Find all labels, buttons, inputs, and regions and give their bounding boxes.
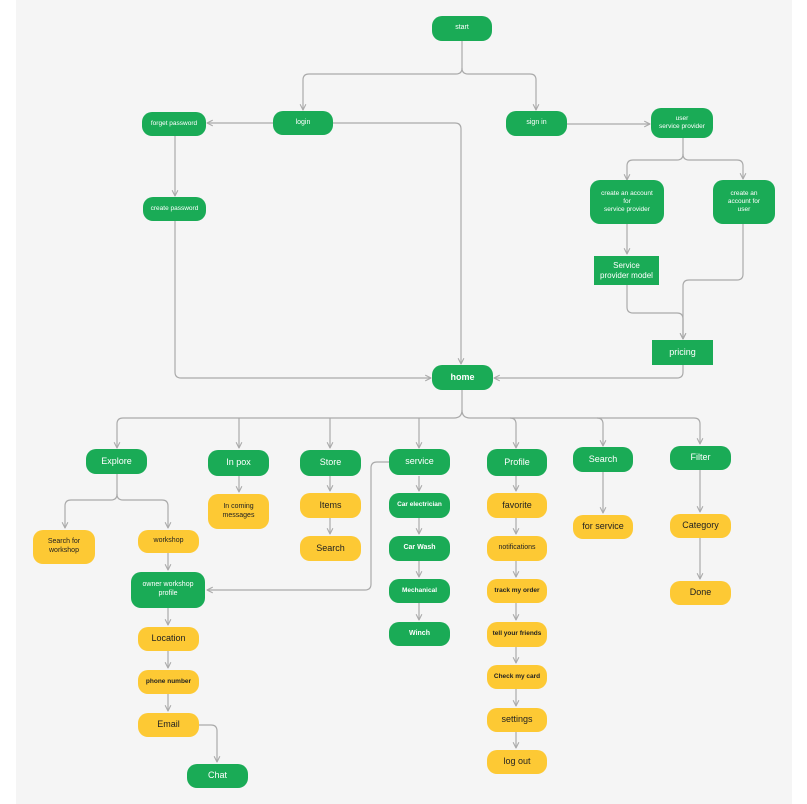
car-electrician-node[interactable]: Car electrician (389, 493, 450, 518)
edge-create-home (174, 221, 431, 378)
edge-login-home (333, 122, 461, 364)
service-node[interactable]: service (389, 449, 450, 475)
store-search-node[interactable]: Search (300, 536, 361, 561)
chat-node[interactable]: Chat (187, 764, 248, 788)
edge-email-chat (199, 724, 217, 762)
edge-start-login (303, 41, 463, 110)
sign-in-node[interactable]: sign in (506, 111, 567, 136)
explore-node[interactable]: Explore (86, 449, 147, 474)
edge-home-explore (117, 390, 463, 448)
edge-service-owp (207, 461, 389, 590)
log-out-node[interactable]: log out (487, 750, 547, 774)
mechanical-node[interactable]: Mechanical (389, 579, 450, 603)
edge-home-filter (597, 417, 700, 444)
edge-spm-pricing (626, 285, 683, 339)
tell-your-friends-node[interactable]: tell your friends (487, 622, 547, 647)
owner-workshop-profile-node[interactable]: owner workshop profile (131, 572, 205, 608)
pricing-node[interactable]: pricing (652, 340, 713, 365)
home-node[interactable]: home (432, 365, 493, 390)
workshop-node[interactable]: workshop (138, 530, 199, 553)
edge-pricing-home (494, 365, 684, 378)
inbox-node[interactable]: In pox (208, 450, 269, 476)
edge-home-profile (461, 409, 516, 448)
user-service-provider-node[interactable]: user service provider (651, 108, 713, 138)
email-node[interactable]: Email (138, 713, 199, 737)
favorite-node[interactable]: favorite (487, 493, 547, 518)
login-node[interactable]: login (273, 111, 333, 135)
create-password-node[interactable]: create password (143, 197, 206, 221)
car-wash-node[interactable]: Car Wash (389, 536, 450, 561)
notifications-node[interactable]: notifications (487, 536, 547, 561)
filter-node[interactable]: Filter (670, 446, 731, 470)
edge-usp-csp (627, 138, 684, 180)
incoming-messages-node[interactable]: In coming messages (208, 494, 269, 529)
for-service-node[interactable]: for service (573, 515, 633, 539)
edge-start-signin (461, 67, 536, 110)
create-account-user-node[interactable]: create an account for user (713, 180, 775, 224)
search-node[interactable]: Search (573, 447, 633, 472)
location-node[interactable]: Location (138, 627, 199, 651)
search-for-workshop-node[interactable]: Search for workshop (33, 530, 95, 564)
store-node[interactable]: Store (300, 450, 361, 476)
edge-explore-workshop (116, 493, 168, 528)
edge-usp-cu (682, 153, 743, 179)
track-my-order-node[interactable]: track my order (487, 579, 547, 603)
edge-explore-sfw (65, 474, 118, 528)
forget-password-node[interactable]: forget password (142, 112, 206, 136)
winch-node[interactable]: Winch (389, 622, 450, 646)
edge-cu-pricing (683, 224, 744, 339)
done-node[interactable]: Done (670, 581, 731, 605)
service-provider-model-node[interactable]: Service provider model (594, 256, 659, 285)
start-node[interactable]: start (432, 16, 492, 41)
check-my-card-node[interactable]: Check my card (487, 665, 547, 689)
edge-home-search (510, 417, 603, 446)
category-node[interactable]: Category (670, 514, 731, 538)
profile-node[interactable]: Profile (487, 449, 547, 476)
phone-number-node[interactable]: phone number (138, 670, 199, 694)
items-node[interactable]: Items (300, 493, 361, 518)
settings-node[interactable]: settings (487, 708, 547, 732)
create-account-service-provider-node[interactable]: create an account for service provider (590, 180, 664, 224)
